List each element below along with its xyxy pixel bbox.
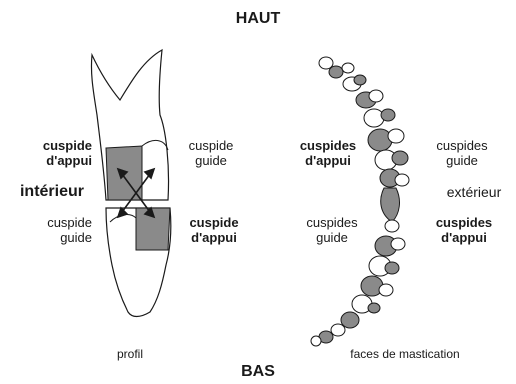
top-label: HAUT — [228, 10, 288, 28]
bottom-label: BAS — [228, 363, 288, 381]
exterior-label: extérieur — [434, 185, 514, 200]
profile-caption: profil — [100, 347, 160, 362]
interior-label: intérieur — [10, 183, 94, 201]
dental-arch — [311, 57, 409, 346]
occlusal-caption: faces de mastication — [320, 347, 490, 362]
